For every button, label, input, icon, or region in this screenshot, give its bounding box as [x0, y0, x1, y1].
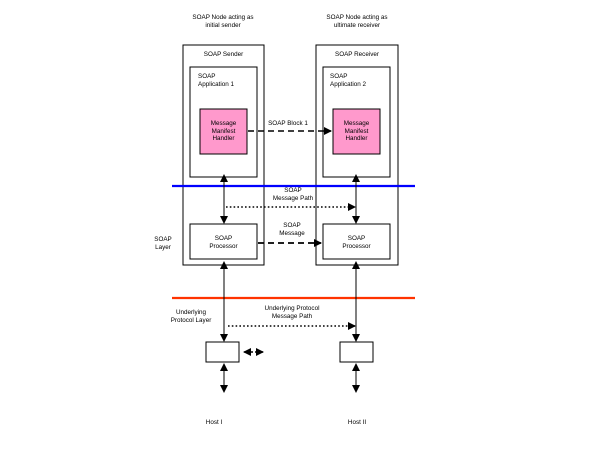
sender-caption: SOAP Node acting as initial sender: [192, 14, 254, 29]
underlying-layer-label: Underlying Protocol Layer: [170, 309, 212, 324]
handler-box-2: [332, 108, 381, 155]
host-1-label: Host I: [205, 419, 223, 426]
receiver-caption: SOAP Node acting as ultimate receiver: [326, 14, 388, 29]
host-2-box: [339, 341, 374, 363]
application-2-label: SOAP Application 2: [330, 73, 367, 88]
receiver-title: SOAP Receiver: [335, 51, 379, 58]
processor-box-1: [189, 223, 258, 260]
sender-title: SOAP Sender: [203, 51, 244, 58]
handler-box-1: [199, 108, 248, 155]
soap-message-label: SOAP Message: [279, 222, 305, 237]
soap-block-label: SOAP Block 1: [268, 120, 308, 127]
soap-layer-label: SOAP Layer: [154, 236, 172, 251]
handler-1-label: Message Manifest Handler: [210, 120, 237, 143]
host-1-box: [205, 341, 240, 363]
message-path-label: SOAP Message Path: [272, 187, 314, 202]
processor-2-label: SOAP Processor: [342, 235, 371, 250]
handler-2-label: Message Manifest Handler: [343, 120, 370, 143]
host-2-label: Host II: [347, 419, 367, 426]
underlying-path-label: Underlying Protocol Message Path: [264, 305, 320, 320]
processor-box-2: [322, 223, 391, 260]
application-1-label: SOAP Application 1: [198, 73, 235, 88]
processor-1-label: SOAP Processor: [209, 235, 238, 250]
